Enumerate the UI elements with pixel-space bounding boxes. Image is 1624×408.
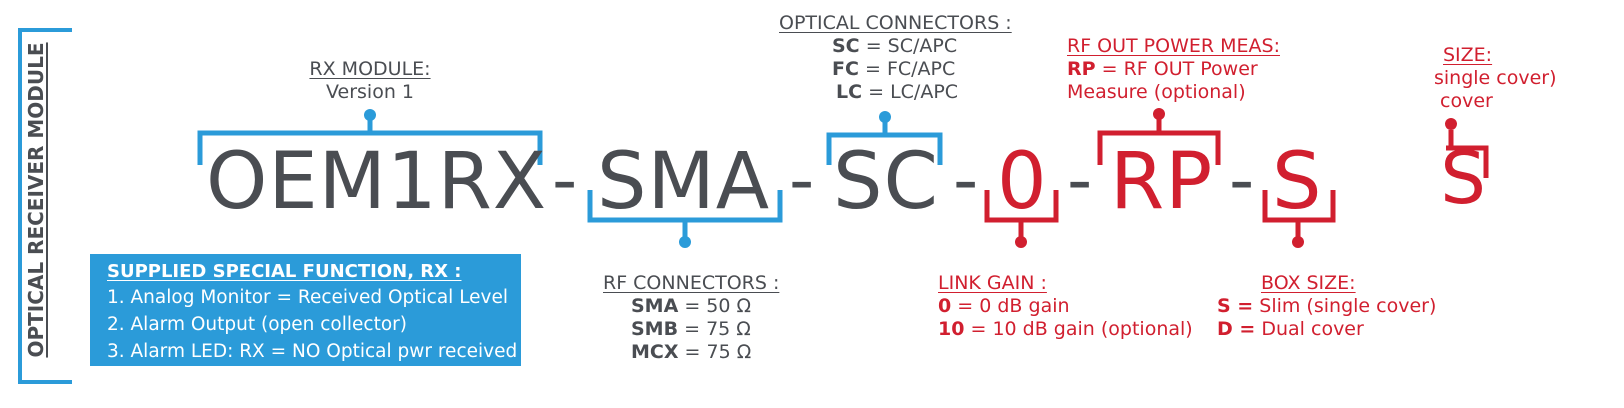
option-row: 0 = 0 dB gain	[938, 295, 1193, 318]
code-part-rf-out-power: RP	[1110, 137, 1214, 227]
option-desc: = RF OUT Power	[1101, 58, 1258, 80]
special-function-title: SUPPLIED SPECIAL FUNCTION, RX :	[107, 261, 462, 282]
bracket-box-size-partial	[1446, 130, 1489, 178]
dot-rf-connectors	[679, 236, 691, 248]
special-function-box: SUPPLIED SPECIAL FUNCTION, RX : 1. Analo…	[90, 254, 521, 366]
box-size-partial-title: SIZE:	[1443, 44, 1493, 66]
option-row: SMB = 75 Ω	[631, 318, 751, 341]
option-code: FC	[832, 58, 859, 80]
special-function-item: 1. Analog Monitor = Received Optical Lev…	[107, 287, 509, 308]
option-row: D = Dual cover	[1217, 318, 1436, 341]
option-code: S =	[1217, 295, 1254, 317]
rx-module-value: Version 1	[325, 81, 414, 103]
box-size-list: S = Slim (single cover) D = Dual cover	[1217, 295, 1436, 341]
optical-connectors-label: OPTICAL CONNECTORS :	[779, 12, 1012, 35]
option-row: MCX = 75 Ω	[631, 341, 751, 364]
option-desc: = 75 Ω	[684, 318, 751, 340]
code-separator: -	[789, 139, 815, 221]
option-desc: = LC/APC	[868, 81, 959, 103]
option-code: LC	[836, 81, 863, 103]
optical-connectors-list: SC = SC/APC FC = FC/APC LC = LC/APC	[832, 35, 958, 104]
option-code: SMA	[631, 295, 679, 317]
option-row: 10 = 10 dB gain (optional)	[938, 318, 1193, 341]
code-separator: -	[1067, 139, 1093, 221]
optical-connectors-title: OPTICAL CONNECTORS :	[779, 12, 1012, 34]
option-row: S = Slim (single cover)	[1217, 295, 1436, 318]
link-gain-label: LINK GAIN : 0 = 0 dB gain 10 = 10 dB gai…	[938, 272, 1193, 341]
code-part-module: OEM1RX	[206, 137, 548, 227]
code-part-optical-connector: SC	[833, 137, 939, 227]
option-code: 0	[938, 295, 952, 317]
dot-rx-module	[364, 109, 376, 121]
option-desc: Slim (single cover)	[1259, 295, 1437, 317]
option-desc: = 50 Ω	[684, 295, 752, 317]
code-part-rf-connector: SMA	[597, 137, 771, 227]
bracket-rf-out-power	[1097, 118, 1221, 165]
option-code: MCX	[631, 341, 679, 363]
option-desc: = SC/APC	[865, 35, 958, 57]
code-part-box-size-partial: S	[1440, 138, 1487, 218]
bracket-box-size	[1262, 190, 1336, 237]
box-size-title: BOX SIZE:	[1261, 272, 1356, 294]
side-bracket	[18, 28, 72, 384]
special-function-item: 2. Alarm Output (open collector)	[107, 314, 407, 335]
option-code: RP	[1067, 58, 1096, 80]
rf-connectors-title: RF CONNECTORS :	[603, 272, 780, 294]
option-row: RP = RF OUT Power	[1067, 58, 1280, 81]
option-desc: = 0 dB gain	[957, 295, 1070, 317]
code-separator: -	[1229, 139, 1255, 221]
option-code: D =	[1217, 318, 1256, 340]
link-gain-title: LINK GAIN :	[938, 272, 1047, 294]
code-separator: -	[552, 139, 578, 221]
code-part-box-size: S	[1272, 137, 1323, 227]
rf-out-power-title: RF OUT POWER MEAS:	[1067, 35, 1280, 57]
option-row: SMA = 50 Ω	[631, 295, 751, 318]
option-desc: = 75 Ω	[684, 341, 752, 363]
bracket-link-gain	[984, 190, 1059, 237]
option-code: SC	[832, 35, 860, 57]
option-desc: Dual cover	[1261, 318, 1364, 340]
option-row: LC = LC/APC	[832, 81, 958, 104]
box-size-partial-line2: cover	[1440, 90, 1493, 112]
option-row: FC = FC/APC	[832, 58, 958, 81]
rx-module-label: RX MODULE: Version 1	[309, 58, 430, 104]
dot-box-size-partial	[1445, 118, 1457, 130]
rf-out-power-label: RF OUT POWER MEAS: RP = RF OUT Power Mea…	[1067, 35, 1280, 104]
dot-optical-connectors	[879, 111, 891, 123]
bracket-rf-connectors	[587, 190, 783, 237]
dot-box-size	[1292, 236, 1304, 248]
box-size-partial-line1: single cover)	[1434, 67, 1557, 89]
rx-module-title: RX MODULE:	[309, 58, 431, 80]
code-part-link-gain: 0	[997, 137, 1048, 227]
code-separator: -	[953, 139, 979, 221]
side-title: OPTICAL RECEIVER MODULE	[24, 42, 48, 358]
rf-connectors-list: SMA = 50 Ω SMB = 75 Ω MCX = 75 Ω	[631, 295, 751, 364]
option-desc-continued: Measure (optional)	[1067, 81, 1246, 103]
option-code: SMB	[631, 318, 679, 340]
rf-connectors-label: RF CONNECTORS :	[603, 272, 779, 295]
option-desc: = FC/APC	[864, 58, 956, 80]
box-size-partial-label: SIZE: single cover) cover	[1434, 44, 1624, 113]
dot-link-gain	[1015, 236, 1027, 248]
option-code: 10	[938, 318, 965, 340]
special-function-item: 3. Alarm LED: RX = NO Optical pwr receiv…	[107, 341, 518, 362]
option-desc: = 10 dB gain (optional)	[970, 318, 1193, 340]
box-size-title-wrap: BOX SIZE:	[1261, 272, 1356, 295]
dot-rf-out-power	[1153, 108, 1165, 120]
option-row: SC = SC/APC	[832, 35, 958, 58]
